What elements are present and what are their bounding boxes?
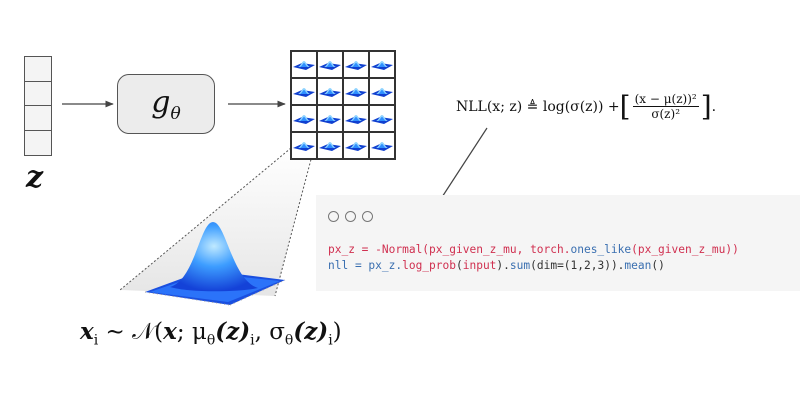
distribution-formula: xi ∼ 𝒩(x; μθ(z)i, σθ(z)i) xyxy=(80,318,342,349)
latent-label: z xyxy=(26,160,44,195)
generated-image-tile xyxy=(291,78,317,105)
latent-cell xyxy=(25,106,51,131)
code-panel: px_z = -Normal(px_given_z_mu, torch.ones… xyxy=(316,195,800,291)
generated-image-tile xyxy=(369,105,395,132)
generated-image-tile xyxy=(343,51,369,78)
generated-image-tile xyxy=(291,105,317,132)
nll-tail: . xyxy=(711,98,717,115)
generated-image-tile xyxy=(343,78,369,105)
code-token: px_z = xyxy=(328,243,376,256)
code-token: (px_given_z_mu)) xyxy=(631,243,739,256)
code-line-2: nll = px_z.log_prob(input).sum(dim=(1,2,… xyxy=(328,259,665,272)
generator-label: gθ xyxy=(151,84,181,124)
window-dot-icon xyxy=(328,211,339,222)
latent-cell xyxy=(25,57,51,82)
code-token: log_prob xyxy=(402,259,456,272)
nll-bracket-open: [ xyxy=(619,89,631,123)
window-dot-icon xyxy=(345,211,356,222)
generated-image-tile xyxy=(317,132,343,159)
zoom-line-left xyxy=(119,147,292,291)
code-token: input xyxy=(462,259,497,272)
zoom-line-right xyxy=(274,147,315,297)
generated-image-tile xyxy=(369,132,395,159)
window-dot-icon xyxy=(362,211,373,222)
generated-image-tile xyxy=(343,105,369,132)
generated-image-tile xyxy=(291,132,317,159)
generated-image-tile xyxy=(369,78,395,105)
generated-image-grid xyxy=(290,50,396,160)
nll-denominator: σ(z)² xyxy=(651,107,680,121)
generated-image-tile xyxy=(369,51,395,78)
code-token: mean xyxy=(624,259,652,272)
code-token: (dim=(1,2,3)). xyxy=(530,259,625,272)
latent-cell xyxy=(25,130,51,155)
generated-image-tile xyxy=(343,132,369,159)
code-line-1: px_z = -Normal(px_given_z_mu, torch.ones… xyxy=(328,243,739,256)
latent-cell xyxy=(25,81,51,106)
generator-box: gθ xyxy=(117,74,215,134)
code-token: ones_like xyxy=(570,243,632,256)
nll-formula: NLL(x; z) ≜ log(σ(z)) + [ (x − μ(z))² σ(… xyxy=(456,92,716,121)
generated-image-tile xyxy=(317,51,343,78)
code-token: -Normal(px_given_z_mu, torch. xyxy=(375,243,571,256)
code-token: ( xyxy=(455,259,463,272)
generated-image-tile xyxy=(317,78,343,105)
code-token: ). xyxy=(496,259,510,272)
code-token: () xyxy=(651,259,665,272)
code-token: nll = px_z. xyxy=(328,259,403,272)
nll-numerator: (x − μ(z))² xyxy=(632,92,699,107)
zoom-cone xyxy=(120,148,314,296)
code-token: sum xyxy=(509,259,531,272)
nll-lhs: NLL(x; z) ≜ log(σ(z)) + xyxy=(456,98,620,115)
generated-image-tile xyxy=(291,51,317,78)
nll-bracket-close: ] xyxy=(700,89,712,123)
latent-vector xyxy=(24,56,52,156)
nll-fraction: (x − μ(z))² σ(z)² xyxy=(632,92,699,121)
gaussian-surface-plot xyxy=(144,222,286,306)
generated-image-tile xyxy=(317,105,343,132)
